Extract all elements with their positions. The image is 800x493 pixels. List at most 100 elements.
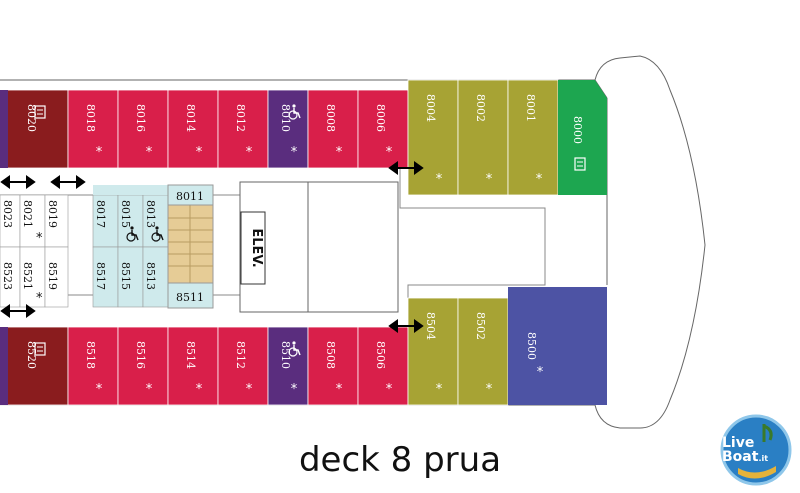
cabin-number: 8502: [474, 312, 487, 340]
cabin-8018: 8018*: [67, 89, 119, 169]
cabin-star: *: [386, 382, 393, 397]
elevator-label: ELEV.: [249, 228, 264, 267]
cabin-8518: 8518 *: [67, 326, 119, 406]
cabin-8500: 8500*: [508, 287, 607, 405]
cabin-number: 8510: [279, 341, 292, 369]
deck-caption: deck 8 prua: [298, 440, 502, 480]
cabin-number: 8500: [525, 332, 538, 360]
cabin-number: 8516: [134, 341, 147, 369]
accessible-cabin-icon: [34, 342, 46, 356]
cabin-number: 8000: [571, 116, 584, 144]
cabin-number: 8019: [46, 200, 59, 228]
cabin-8517: 8517: [92, 246, 119, 308]
cabin-star: *: [436, 382, 443, 397]
cabin-number: 8512: [234, 341, 247, 369]
wheelchair-icon: [126, 226, 139, 242]
cabin-number: 8004: [424, 94, 437, 122]
cabin-8021: 8021*: [19, 194, 46, 248]
cabin-number: 8517: [94, 262, 107, 290]
cabin-8510: 8510 *: [267, 326, 309, 406]
cabin-8523: 8523: [0, 246, 21, 308]
cabin-number: 8508: [324, 341, 337, 369]
cabin-number: 8518: [84, 341, 97, 369]
cabin-8519: 8519: [44, 246, 69, 308]
logo-suffix: .it: [758, 454, 769, 463]
cabin-number: 8008: [324, 104, 337, 132]
cabin-8001: 8001 *: [507, 79, 559, 196]
cabin-number: 8521: [21, 262, 34, 290]
cabin-8023: 8023: [0, 194, 21, 248]
elevator-block: [239, 181, 399, 313]
cabin-star: *: [291, 145, 298, 160]
cabin-number: 8002: [474, 94, 487, 122]
cabin-number: 8013: [144, 200, 157, 228]
cabin-8019: 8019: [44, 194, 69, 248]
cabin-8506: 8506 *: [357, 326, 409, 406]
cabin-number: 8016: [134, 104, 147, 132]
logo-line3: at: [742, 449, 759, 465]
cabin-8010: 8010 *: [267, 89, 309, 169]
cabin-number: 8515: [119, 262, 132, 290]
cabin-star: *: [36, 231, 43, 246]
cabin-star: *: [336, 145, 343, 160]
cabin-star: *: [291, 382, 298, 397]
cabin-8514: 8514 *: [167, 326, 219, 406]
cabin-8011-label: 8011: [176, 190, 204, 203]
cabin-8511: [167, 282, 214, 309]
cabin-star: *: [486, 382, 493, 397]
edge-strip: [0, 327, 8, 405]
liveboat-logo: [720, 414, 792, 486]
cabin-star: *: [536, 172, 543, 187]
cabin-8013: 8013: [142, 194, 169, 248]
wheelchair-icon: [288, 341, 301, 357]
cabin-8020: 8020: [0, 89, 69, 169]
cabin-number: 8001: [524, 94, 537, 122]
cabin-number: 8010: [279, 104, 292, 132]
accessible-cabin-icon: [574, 157, 586, 171]
edge-strip: [0, 90, 8, 168]
cabin-star: *: [246, 145, 253, 160]
wheelchair-icon: [288, 104, 301, 120]
cabin-number: 8506: [374, 341, 387, 369]
cabin-number: 8504: [424, 312, 437, 340]
cabin-8000: 8000: [558, 80, 607, 195]
cabin-8017: 8017: [92, 194, 119, 248]
cabin-number: 8523: [1, 262, 14, 290]
cabin-8508: 8508*: [307, 326, 359, 406]
cabin-number: 8018: [84, 104, 97, 132]
cabin-star: *: [196, 382, 203, 397]
cabin-8512: 8512 *: [217, 326, 269, 406]
cabin-8516: 8516*: [117, 326, 169, 406]
cabin-8014: 8014 *: [167, 89, 219, 169]
cabin-8511-label: 8511: [176, 291, 204, 304]
cabin-star: *: [196, 145, 203, 160]
logo-text: Live Boat.it: [722, 436, 768, 466]
cabin-8502: 8502 *: [457, 297, 509, 406]
cabin-number: 8514: [184, 341, 197, 369]
cabin-star: *: [246, 382, 253, 397]
cabin-number: 8015: [119, 200, 132, 228]
cabin-8006: 8006*: [357, 89, 409, 169]
cabin-8504: 8504 *: [407, 297, 459, 406]
inner-block-top: [93, 185, 168, 195]
connecting-door-arrows: [0, 161, 424, 333]
cabin-star: *: [36, 291, 43, 306]
logo-line2: Bo: [722, 449, 743, 465]
cabin-8002: 8002*: [457, 79, 509, 196]
cabin-number: 8006: [374, 104, 387, 132]
stairwell: [167, 204, 214, 284]
cabin-8008: 8008 *: [307, 89, 359, 169]
cabin-8515: 8515: [117, 246, 144, 308]
cabin-star: *: [146, 145, 153, 160]
cabin-8011: [167, 184, 214, 206]
cabin-number: 8012: [234, 104, 247, 132]
hull-outline: [0, 55, 706, 429]
cabin-star: *: [96, 382, 103, 397]
cabin-number: 8017: [94, 200, 107, 228]
wheelchair-icon: [151, 226, 164, 242]
cabin-number: 8014: [184, 104, 197, 132]
